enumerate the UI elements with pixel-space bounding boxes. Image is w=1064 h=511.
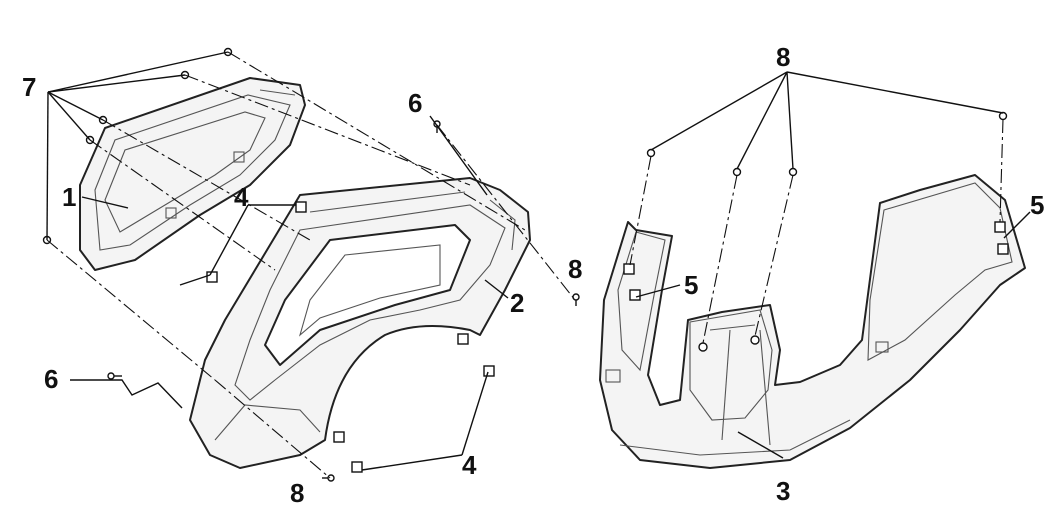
screw-icon bbox=[327, 474, 335, 482]
callout-5-left: 5 bbox=[684, 270, 698, 300]
inner-panel-part-3 bbox=[599, 174, 1026, 469]
screw-icon bbox=[788, 167, 798, 177]
callout-4-upper: 4 bbox=[234, 182, 249, 212]
clip-nut-group-left bbox=[206, 201, 495, 473]
leader-lines-right bbox=[635, 71, 1031, 459]
screw-icon bbox=[572, 293, 580, 301]
callout-4-lower: 4 bbox=[462, 450, 477, 480]
callout-2: 2 bbox=[510, 288, 524, 318]
callout-1: 1 bbox=[62, 182, 76, 212]
clip-nut-group-right bbox=[623, 221, 1009, 352]
clip-nut-icon bbox=[994, 221, 1006, 233]
clip-nut-icon bbox=[333, 431, 345, 443]
instrument-cluster-part-1 bbox=[79, 77, 306, 271]
clip-nut-icon bbox=[295, 201, 307, 213]
screw-group-left bbox=[107, 120, 580, 482]
callout-7: 7 bbox=[22, 72, 36, 102]
callout-5-right: 5 bbox=[1030, 190, 1044, 220]
callout-8-lower: 8 bbox=[290, 478, 304, 508]
clip-nut-icon bbox=[483, 365, 495, 377]
leader-lines-left bbox=[46, 51, 509, 471]
assembly-lines-left bbox=[46, 51, 576, 479]
clip-nut-icon bbox=[698, 342, 708, 352]
callout-6-upper: 6 bbox=[408, 88, 422, 118]
screw-icon bbox=[998, 111, 1008, 121]
front-cover-part-2 bbox=[189, 177, 531, 469]
clip-nut-icon bbox=[629, 289, 641, 301]
screw-icon bbox=[107, 372, 115, 380]
screw-icon bbox=[732, 167, 742, 177]
callout-3: 3 bbox=[776, 476, 790, 506]
clip-nut-icon bbox=[351, 461, 363, 473]
callout-6-lower: 6 bbox=[44, 364, 58, 394]
clip-nut-icon bbox=[457, 333, 469, 345]
callout-labels: 7 1 4 6 2 8 6 4 8 8 5 5 3 bbox=[22, 42, 1044, 508]
clip-nut-icon bbox=[750, 335, 760, 345]
clip-nut-icon bbox=[997, 243, 1009, 255]
screw-group-8-right bbox=[629, 111, 1008, 344]
callout-8-mid: 8 bbox=[568, 254, 582, 284]
screw-icon bbox=[646, 148, 656, 158]
clip-nut-icon bbox=[623, 263, 635, 275]
callout-8-top: 8 bbox=[776, 42, 790, 72]
clip-nut-icon bbox=[206, 271, 218, 283]
